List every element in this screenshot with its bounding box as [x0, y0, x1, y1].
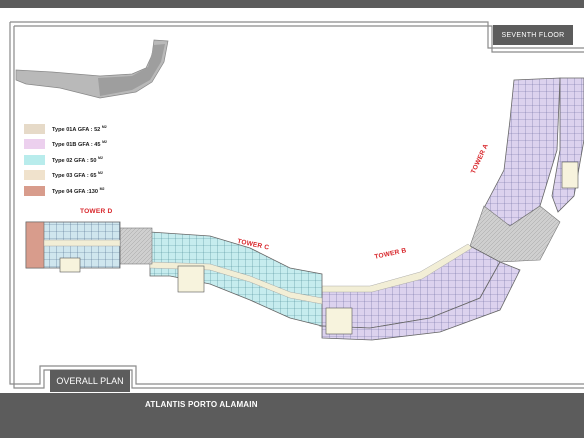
legend-swatch	[24, 139, 45, 149]
service-core-d	[59, 257, 81, 273]
legend-item-type-01b: Type 01B GFA : 45 M2	[24, 137, 107, 152]
legend-unit: M2	[101, 124, 107, 129]
frame-lines	[9, 21, 584, 389]
service-core-c	[177, 265, 205, 293]
core-c-d	[119, 227, 153, 265]
tower-c-wing	[149, 231, 323, 327]
tower-a-wing	[483, 77, 561, 227]
tower-b-units-lower	[321, 261, 521, 341]
legend-unit: M2	[98, 155, 103, 160]
legend-label: Type 01B GFA : 45	[52, 141, 101, 148]
tower-d-type04-unit	[25, 221, 45, 269]
tower-d-label: TOWER D	[80, 208, 113, 215]
legend-unit: M2	[98, 171, 103, 176]
overall-plan-label: OVERALL PLAN	[50, 370, 130, 392]
legend-item-type-04: Type 04 GFA :130 M2	[24, 183, 107, 198]
legend-label: Type 04 GFA :130	[52, 188, 99, 195]
service-core-a	[561, 161, 579, 189]
legend-unit: M2	[99, 186, 105, 191]
legend-label: Type 01A GFA : 52	[52, 126, 101, 133]
legend-item-type-01a: Type 01A GFA : 52 M2	[24, 121, 107, 136]
top-frame-bar	[0, 0, 584, 8]
legend-label: Type 02 GFA : 50	[52, 157, 97, 164]
legend-item-type-03: Type 03 GFA : 65 M2	[24, 168, 107, 183]
tower-b-corridor	[321, 243, 473, 293]
tower-d-corridor	[43, 239, 121, 247]
legend-item-type-02: Type 02 GFA : 50 M2	[24, 152, 107, 167]
legend-label: Type 03 GFA : 65	[52, 172, 97, 179]
service-core-b	[325, 307, 353, 335]
project-title: ATLANTIS PORTO ALAMAIN	[145, 400, 258, 409]
key-plan	[15, 39, 169, 99]
legend-swatch	[24, 185, 45, 196]
legend-swatch	[24, 170, 45, 180]
legend-swatch	[24, 123, 45, 134]
legend-swatch	[24, 154, 45, 165]
floor-label: SEVENTH FLOOR	[493, 25, 573, 45]
bottom-frame-bar	[0, 393, 584, 438]
legend-unit: M2	[102, 140, 107, 145]
legend: Type 01A GFA : 52 M2 Type 01B GFA : 45 M…	[24, 121, 107, 199]
